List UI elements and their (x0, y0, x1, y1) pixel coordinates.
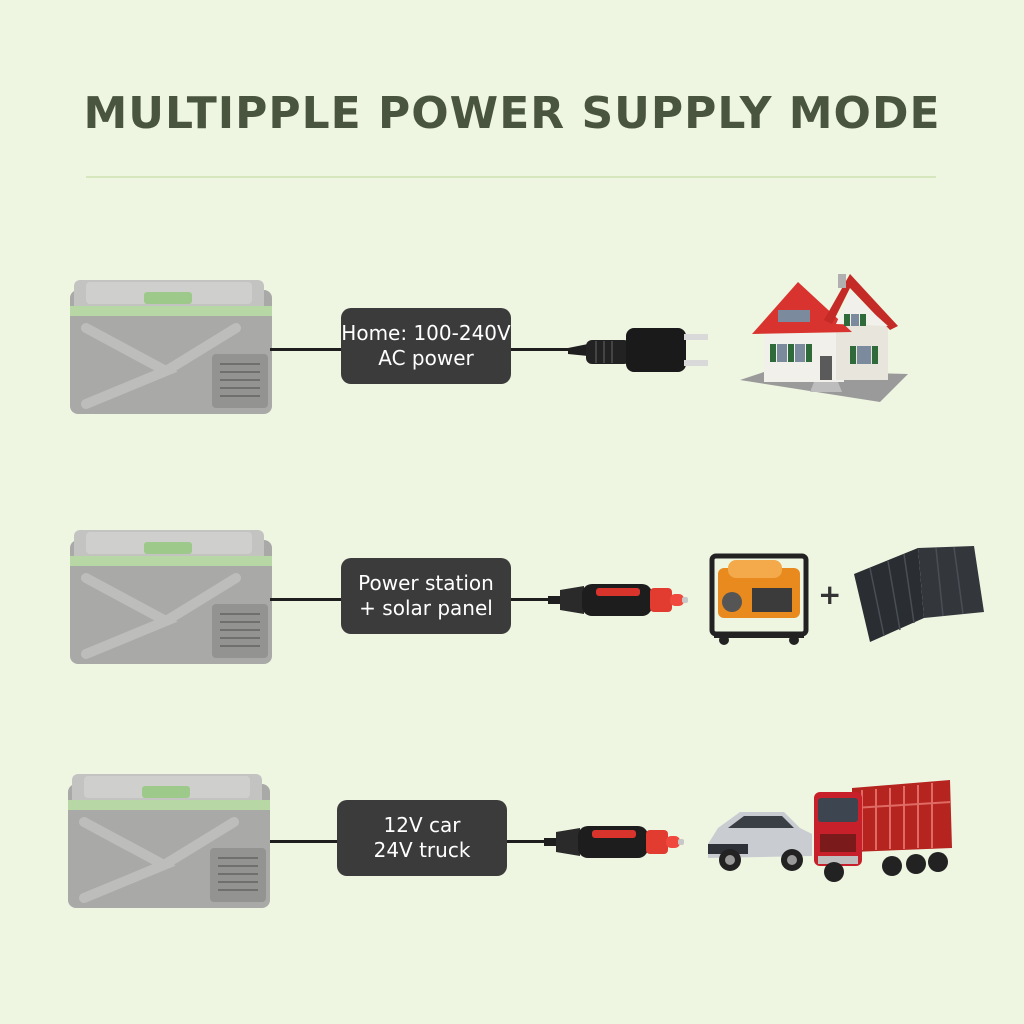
page-title: MULTIPPLE POWER SUPPLY MODE (83, 88, 941, 139)
label-line-1: 12V car (383, 813, 461, 837)
ac-wall-plug-icon (568, 328, 708, 372)
cigarette-plug-icon (548, 584, 688, 616)
power-cable (507, 840, 549, 843)
truck-icon (814, 780, 952, 882)
fridge-icon (70, 280, 272, 414)
power-cable (270, 598, 342, 601)
label-line-1: Power station (358, 571, 494, 595)
power-cable (270, 840, 338, 843)
plus-sign: + (818, 578, 842, 611)
fridge-icon (68, 774, 270, 908)
power-cable (511, 348, 573, 351)
power-cable (270, 348, 342, 351)
title-divider (86, 176, 936, 178)
label-line-2: 24V truck (373, 838, 471, 862)
power-mode-station: Power station + solar panel + (0, 526, 1024, 676)
house-icon (740, 274, 908, 402)
power-mode-label: Power station + solar panel (341, 558, 511, 634)
power-mode-home: Home: 100-240V AC power (0, 274, 1024, 426)
generator-icon (709, 553, 809, 645)
power-cable (511, 598, 553, 601)
solar-panel-icon (854, 546, 984, 642)
power-mode-label: Home: 100-240V AC power (341, 308, 511, 384)
power-mode-label: 12V car 24V truck (337, 800, 507, 876)
cigarette-plug-icon (544, 826, 684, 858)
label-line-2: AC power (378, 346, 474, 370)
power-mode-vehicle: 12V car 24V truck (0, 770, 1024, 920)
label-line-2: + solar panel (359, 596, 493, 620)
label-line-1: Home: 100-240V (341, 321, 511, 345)
fridge-icon (70, 530, 272, 664)
car-icon (708, 812, 812, 871)
